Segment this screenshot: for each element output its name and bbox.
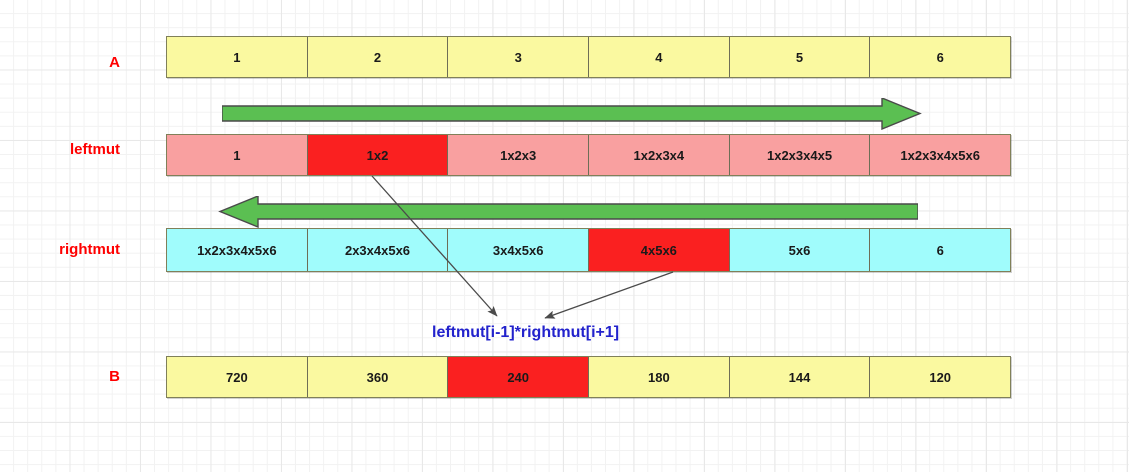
array-cell: 144 [729, 357, 871, 397]
array-cell: 5 [729, 37, 871, 77]
row-label-leftmut: leftmut [70, 141, 120, 158]
row-label-rightmut: rightmut [59, 241, 120, 258]
array-cell: 1x2x3x4x5x6 [870, 135, 1011, 175]
array-cell: 2x3x4x5x6 [307, 229, 449, 271]
array-cell: 2 [307, 37, 449, 77]
array-cell: 3 [448, 37, 590, 77]
array-cell: 1 [167, 135, 308, 175]
array-cell: 5x6 [729, 229, 871, 271]
array-cell: 4x5x6 [589, 229, 730, 271]
array-cell: 180 [589, 357, 730, 397]
array-cell: 720 [167, 357, 308, 397]
array-cell: 360 [307, 357, 449, 397]
array-cell: 1x2x3x4 [589, 135, 730, 175]
formula-label: leftmut[i-1]*rightmut[i+1] [432, 324, 620, 341]
array-cell: 3x4x5x6 [448, 229, 590, 271]
backward-sweep-arrow [218, 196, 918, 228]
array-cell: 6 [870, 37, 1011, 77]
array-cell: 120 [870, 357, 1011, 397]
array-cell: 4 [589, 37, 730, 77]
array-cell: 1x2x3 [448, 135, 590, 175]
array-cell: 6 [870, 229, 1011, 271]
array-cell: 1x2x3x4x5 [729, 135, 871, 175]
row-label-a: A [109, 54, 120, 71]
array-cell: 1 [167, 37, 308, 77]
forward-sweep-arrow [222, 98, 922, 130]
array-cell: 240 [448, 357, 590, 397]
row-label-b: B [109, 368, 120, 385]
array-cell: 1x2x3x4x5x6 [167, 229, 308, 271]
array-cell: 1x2 [307, 135, 449, 175]
